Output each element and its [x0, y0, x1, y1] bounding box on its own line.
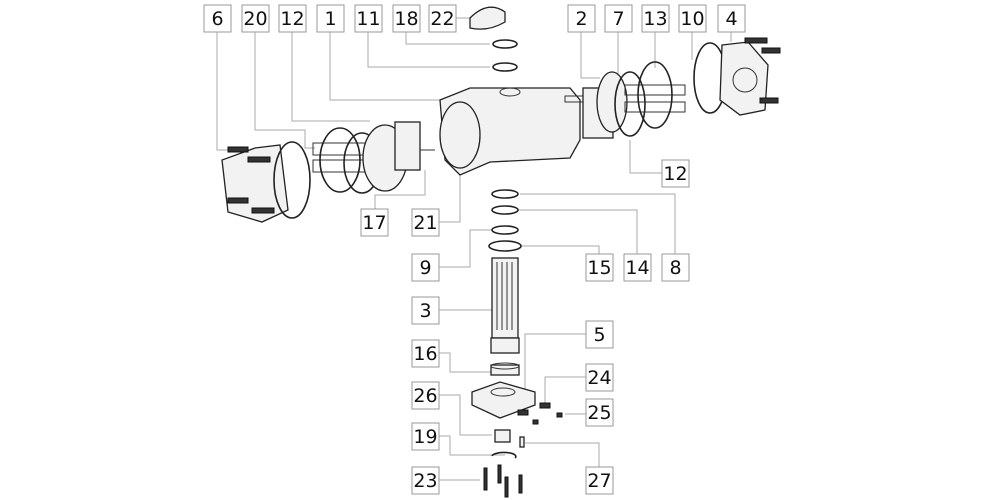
callout-25: 25 [585, 398, 614, 427]
pinion-shaft [490, 257, 520, 354]
svg-text:11: 11 [356, 8, 380, 30]
bolts-23 [483, 464, 523, 498]
end-cap-right [693, 37, 781, 116]
svg-text:12: 12 [280, 8, 304, 30]
callout-27: 27 [585, 466, 614, 495]
bushing-16 [490, 362, 520, 376]
svg-text:19: 19 [413, 426, 437, 448]
callout-8: 8 [661, 253, 690, 282]
svg-text:7: 7 [612, 8, 624, 30]
callout-9: 9 [411, 253, 440, 282]
svg-text:26: 26 [413, 385, 437, 407]
svg-text:8: 8 [669, 257, 681, 279]
svg-text:18: 18 [394, 8, 418, 30]
shaft-rings [488, 189, 522, 252]
callout-6: 6 [203, 4, 232, 33]
svg-text:6: 6 [211, 8, 223, 30]
circlip-19 [491, 451, 517, 459]
cap-22 [469, 6, 506, 30]
callout-23: 23 [411, 466, 440, 495]
svg-text:23: 23 [413, 470, 437, 492]
svg-text:27: 27 [587, 470, 611, 492]
svg-text:15: 15 [587, 257, 611, 279]
svg-text:13: 13 [643, 8, 667, 30]
callout-14: 14 [623, 253, 652, 282]
svg-text:21: 21 [413, 212, 437, 234]
piston-right [564, 61, 686, 139]
callout-15: 15 [585, 253, 614, 282]
callout-3: 3 [411, 296, 440, 325]
bracket-block [471, 381, 563, 425]
callout-4: 4 [717, 4, 746, 33]
o-ring-18 [492, 39, 518, 49]
svg-text:16: 16 [413, 343, 437, 365]
callout-26: 26 [411, 381, 440, 410]
callout-5: 5 [585, 320, 614, 349]
callout-1: 1 [316, 4, 345, 33]
callout-22: 22 [428, 4, 457, 33]
callout-10: 10 [678, 4, 707, 33]
callout-11: 11 [354, 4, 383, 33]
callout-7: 7 [604, 4, 633, 33]
svg-text:4: 4 [725, 8, 737, 30]
svg-text:14: 14 [625, 257, 649, 279]
svg-text:3: 3 [419, 300, 431, 322]
callout-21: 21 [411, 208, 440, 237]
callout-13: 13 [641, 4, 670, 33]
end-cap-left [221, 141, 311, 223]
svg-text:24: 24 [587, 367, 611, 389]
callout-17: 17 [360, 208, 389, 237]
svg-text:2: 2 [575, 8, 587, 30]
svg-text:22: 22 [430, 8, 454, 30]
callout-12-right: 12 [661, 159, 690, 188]
actuator-body [439, 87, 581, 176]
svg-text:5: 5 [593, 324, 605, 346]
svg-text:17: 17 [362, 212, 386, 234]
svg-text:25: 25 [587, 402, 611, 424]
svg-text:10: 10 [680, 8, 704, 30]
svg-text:12: 12 [663, 163, 687, 185]
o-ring-11 [492, 62, 518, 72]
springs-left [312, 121, 435, 194]
key-27 [519, 436, 525, 448]
callout-12: 12 [278, 4, 307, 33]
svg-text:1: 1 [324, 8, 336, 30]
callout-16: 16 [411, 339, 440, 368]
callout-20: 20 [241, 4, 270, 33]
coupling-26 [494, 429, 511, 443]
svg-text:20: 20 [243, 8, 267, 30]
callout-19: 19 [411, 422, 440, 451]
callout-2: 2 [567, 4, 596, 33]
callout-24: 24 [585, 363, 614, 392]
leader-lines [216, 17, 732, 481]
callout-18: 18 [392, 4, 421, 33]
svg-text:9: 9 [419, 257, 431, 279]
